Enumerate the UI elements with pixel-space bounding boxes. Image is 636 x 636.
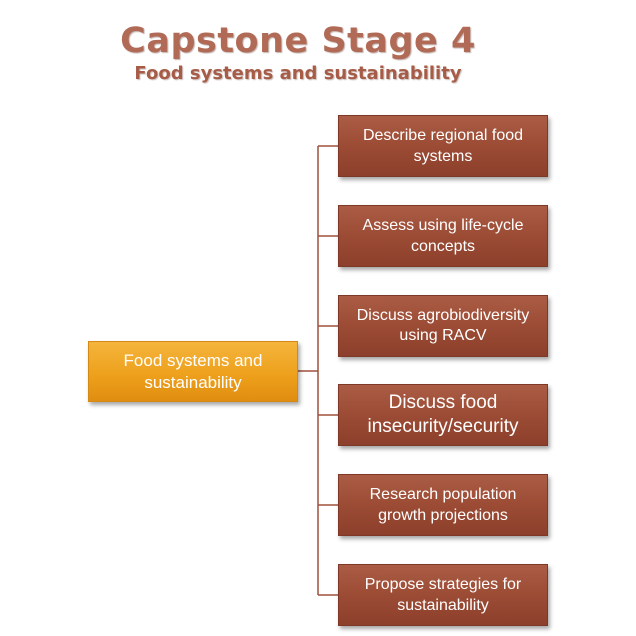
- slide-subtitle: Food systems and sustainability: [134, 63, 462, 84]
- child-node-discuss-food-insecurity: Discuss food insecurity/security: [338, 384, 548, 446]
- child-node-discuss-agrobiodiversity: Discuss agrobiodiversity using RACV: [338, 295, 548, 357]
- root-node: Food systems and sustainability: [88, 341, 298, 402]
- child-node-propose-strategies: Propose strategies for sustainability: [338, 564, 548, 626]
- child-node-describe-regional-food-systems: Describe regional food systems: [338, 115, 548, 177]
- slide-title: Capstone Stage 4: [120, 21, 476, 61]
- child-node-assess-life-cycle: Assess using life-cycle concepts: [338, 205, 548, 267]
- child-node-research-population-growth: Research population growth projections: [338, 474, 548, 536]
